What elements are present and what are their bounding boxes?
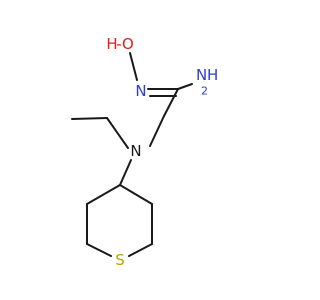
bond-o-n (129, 52, 138, 81)
bond-n-ethyl-1 (106, 117, 129, 149)
atom-oxime-n: N (135, 82, 146, 100)
atom-amine-subscript: 2 (201, 85, 208, 98)
atom-amine-h: H (207, 66, 218, 84)
structure-drawing: H O - N N H 2 N S (71, 35, 218, 269)
atom-hydroxyl-o: O (122, 35, 134, 53)
bond-n-ring (119, 159, 132, 186)
bond-ring-c1-c2 (119, 184, 153, 205)
bond-ring-c6-c1 (86, 184, 121, 205)
atom-tertiary-n: N (130, 142, 141, 160)
atom-labels: H O - N N H 2 N S (106, 35, 218, 269)
bond-ring-s-c5 (86, 243, 112, 257)
bond-c-ch2 (163, 88, 179, 117)
bond-ethyl-2 (71, 117, 108, 120)
atom-amine-n: N (196, 66, 207, 84)
bond-ch2-n (149, 115, 165, 147)
atom-hydroxyl-h: H (106, 35, 117, 53)
bond-c-nh2 (177, 83, 193, 90)
bond-ring-c3-s (128, 243, 153, 257)
atom-sulfur: S (115, 251, 125, 269)
atom-hydroxyl-dash: - (116, 35, 121, 53)
bonds (71, 52, 193, 257)
atom-amine-nh2: N H 2 (196, 66, 218, 98)
molecule-diagram: H O - N N H 2 N S (71, 35, 218, 269)
